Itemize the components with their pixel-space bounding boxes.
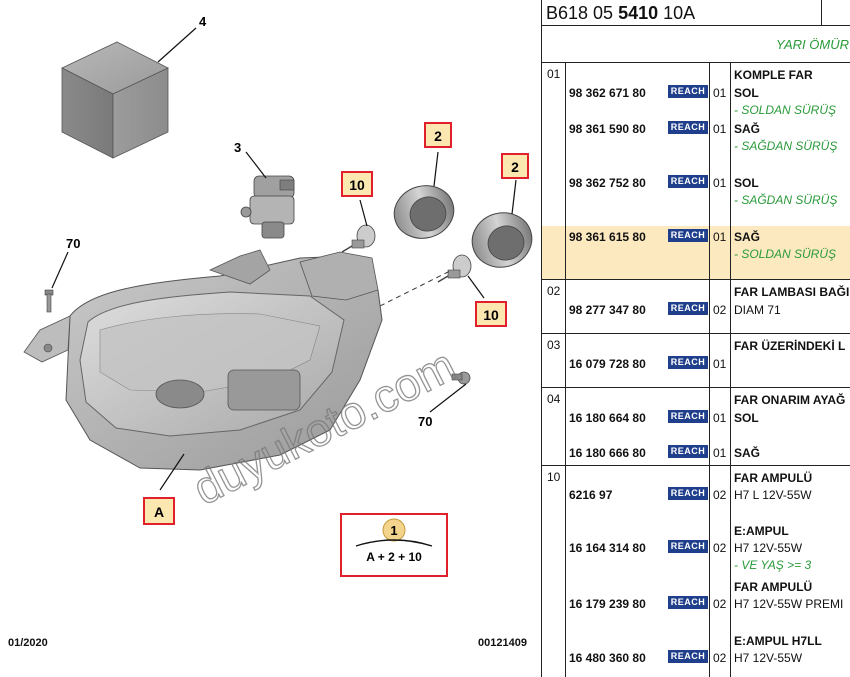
callout-part-10-right: 10 xyxy=(475,301,507,327)
column-divider xyxy=(730,63,731,677)
callout-part-2-left: 2 xyxy=(424,122,452,148)
svg-text:10: 10 xyxy=(349,177,365,193)
group-10: 10 xyxy=(547,470,561,484)
callout-part-2-right: 2 xyxy=(501,153,529,179)
screw-right xyxy=(451,371,471,385)
label-part-4: 4 xyxy=(199,14,207,29)
bulb-left xyxy=(341,224,376,253)
leveling-motor-part-3 xyxy=(240,175,295,239)
leader-line xyxy=(429,383,467,413)
bulb-right xyxy=(437,254,472,283)
group-03: 03 xyxy=(542,334,850,388)
svg-text:A: A xyxy=(154,504,164,520)
leader-line xyxy=(511,179,517,215)
bulb-cover-ring-left xyxy=(393,185,455,239)
callout-part-10-left: 10 xyxy=(341,171,373,197)
group-01: 01 xyxy=(542,63,850,280)
footer-date: 01/2020 xyxy=(8,637,48,649)
kit-formula-box: 1 A + 2 + 10 xyxy=(340,513,448,577)
svg-text:10: 10 xyxy=(483,307,499,323)
assembly-axis xyxy=(379,269,453,307)
leader-line xyxy=(51,251,69,289)
label-part-70-left: 70 xyxy=(66,236,80,251)
reference-title: B618 05 5410 10A xyxy=(542,0,850,26)
kit-number: 1 xyxy=(390,523,397,538)
label-part-3: 3 xyxy=(234,140,241,155)
screw-left xyxy=(44,289,54,313)
svg-text:2: 2 xyxy=(434,128,442,144)
leader-line xyxy=(467,275,485,299)
column-divider xyxy=(565,63,566,677)
subtitle: YARI ÖMÜR xyxy=(542,26,850,63)
leader-line xyxy=(359,199,368,227)
kit-formula: A + 2 + 10 xyxy=(366,550,422,564)
bulb-cover-ring-right xyxy=(471,212,533,268)
group-02: 02 xyxy=(542,280,850,334)
label-part-70-right: 70 xyxy=(418,414,432,429)
column-divider xyxy=(709,63,710,677)
leader-line xyxy=(157,27,197,63)
leader-line xyxy=(159,453,185,491)
cube-part-4 xyxy=(61,41,169,159)
exploded-parts-diagram: 4 3 2 2 10 10 70 70 A 1 A + 2 + 10 duyuk… xyxy=(23,14,533,577)
svg-text:2: 2 xyxy=(511,159,519,175)
parts-table-panel: B618 05 5410 10A YARI ÖMÜR 01 KOMPLE FAR… xyxy=(541,0,850,677)
leader-line xyxy=(245,151,267,179)
headlamp-assembly xyxy=(23,249,383,471)
group-04: 04 xyxy=(542,388,850,466)
callout-part-a: A xyxy=(143,497,175,525)
leader-line xyxy=(433,151,439,187)
footer-code: 00121409 xyxy=(478,637,527,649)
